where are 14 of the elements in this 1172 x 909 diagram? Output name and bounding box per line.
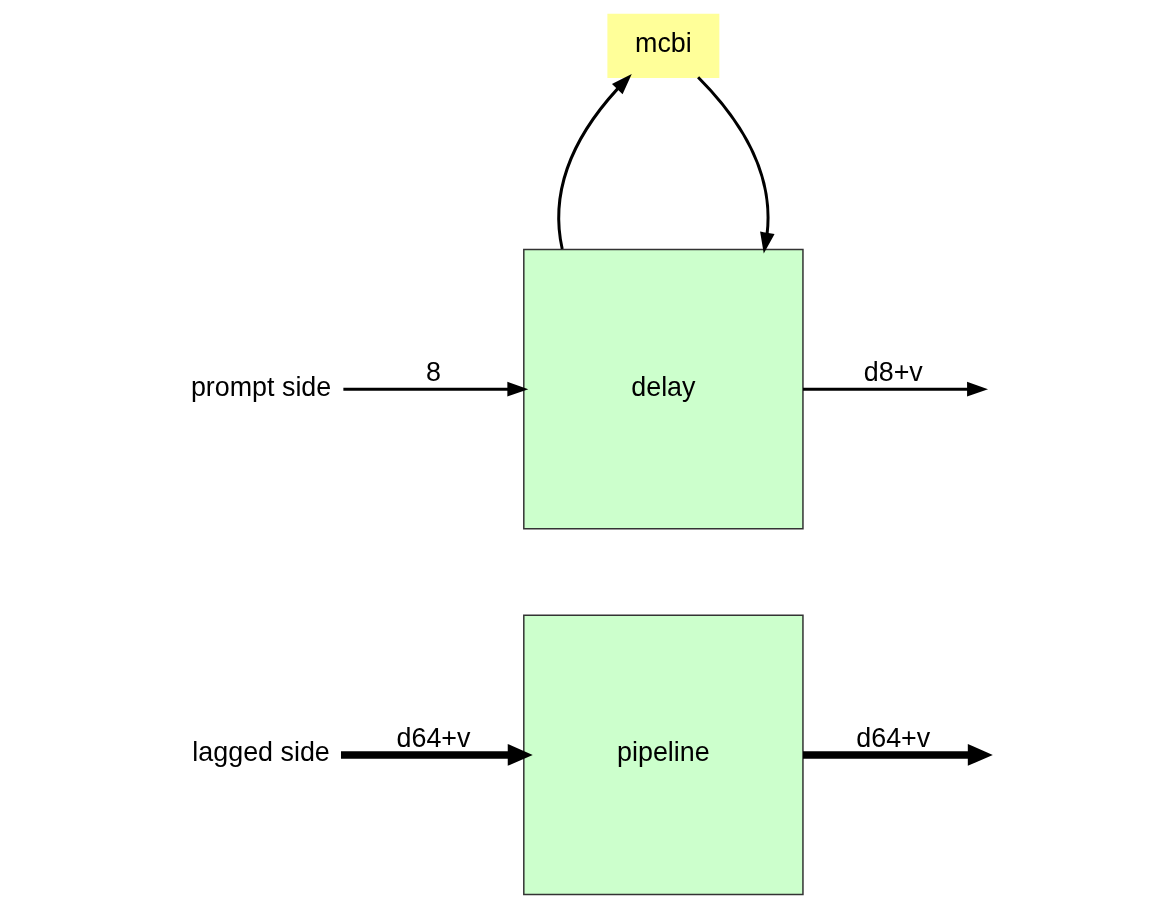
- edge-label: d64+v: [855, 722, 930, 753]
- node-box: pipeline: [522, 614, 804, 896]
- node-text: lagged side: [191, 737, 330, 768]
- arrow: [696, 76, 775, 254]
- arrow: [802, 744, 993, 766]
- node-text: prompt side: [190, 371, 331, 402]
- edge-label: d8+v: [863, 356, 923, 387]
- node-box: mcbi: [606, 13, 719, 78]
- node-box: delay: [522, 248, 804, 530]
- arrow: [802, 381, 988, 397]
- edge-label: 8: [425, 356, 441, 387]
- arrow: [556, 73, 632, 250]
- arrow: [342, 381, 528, 397]
- edge-label: d64+v: [396, 722, 470, 753]
